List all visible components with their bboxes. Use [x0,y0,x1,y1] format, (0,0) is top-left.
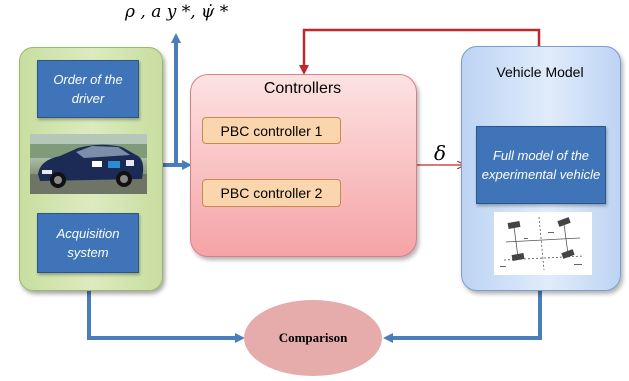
vehicle-schematic-figure [494,212,592,275]
acquisition-system-box: Acquisition system [37,213,139,273]
arrow-vehicle-to-controllers [299,28,541,75]
car-photo [30,134,147,194]
arrow-vehicle-to-comparison [383,289,542,343]
pbc-controller-2-box: PBC controller 2 [202,179,341,207]
pbc-controller-1-box: PBC controller 1 [202,117,341,144]
order-of-driver-box: Order of the driver [37,60,139,118]
delta-label: δ [434,141,447,165]
arrow-acquisition-to-comparison [87,289,245,343]
vehicle-schematic-icon [500,216,585,271]
outputs-label: ρ , a y *, ψ̇ * [125,2,229,22]
vehicle-model-title: Vehicle Model [496,64,584,80]
controllers-panel [190,74,417,257]
controllers-title: Controllers [263,80,342,97]
car-icon [30,134,147,194]
full-model-box: Full model of the experimental vehicle [476,126,606,204]
comparison-ellipse: Comparison [244,300,382,376]
